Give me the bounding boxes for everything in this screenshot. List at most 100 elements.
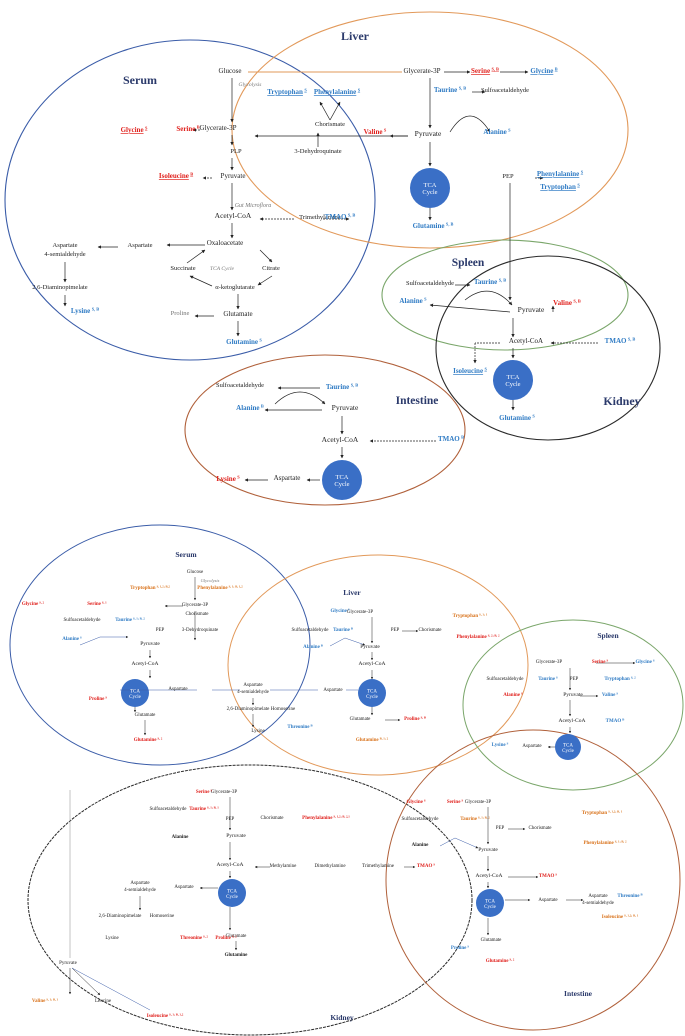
top-intestine-region bbox=[184, 354, 466, 506]
bottom-label-threonine-superscript: S, 2 bbox=[203, 934, 208, 938]
bottom-label-pyruvate: Pyruvate bbox=[360, 644, 380, 650]
top-cycle-label-1: Cycle bbox=[505, 381, 520, 388]
bottom-label-pyruvate: Pyruvate bbox=[59, 961, 78, 966]
bottom-label-phenylalanine: PhenylalanineS, 1; B, 2 bbox=[583, 839, 627, 846]
bottom-label-glycolysis: Glycolysis bbox=[201, 578, 220, 583]
bottom-tca-label-4: TCA bbox=[485, 899, 495, 904]
bottom-label-acetyl-coa: Acetyl-CoA bbox=[132, 661, 159, 667]
bottom-label-glutamate: Glutamate bbox=[226, 934, 248, 939]
bottom-label-glycerate-3p: Glycerate-3P bbox=[347, 610, 374, 615]
top-liver-region bbox=[231, 11, 629, 249]
top-label-glycine-superscript: S bbox=[145, 126, 148, 131]
top-label-2-6-diaminopimelate: 2,6-Diaminopimelate bbox=[32, 284, 88, 291]
bottom-label-tmao-superscript: S bbox=[433, 862, 435, 866]
top-label-alanine: AlanineB bbox=[236, 404, 264, 412]
bottom-label-glutamine: GlutamineB, 1; 2 bbox=[356, 736, 389, 743]
top-label-tryptophan-superscript: S bbox=[304, 88, 307, 93]
bottom-label-trimethylamine: Trimethylamine bbox=[362, 864, 395, 869]
bottom-label-taurine: TaurineS, 1; B, 2 bbox=[460, 815, 490, 822]
bottom-spleen-title: Spleen bbox=[597, 631, 619, 640]
bottom-label-threonine: ThreonineB bbox=[287, 723, 312, 730]
bottom-label-sulfoacetaldehyde: Sulfoacetaldehyde bbox=[64, 618, 102, 623]
top-cycle-label-0: Cycle bbox=[422, 189, 437, 196]
bottom-label-aspartate: Aspartate bbox=[538, 898, 558, 903]
bottom-label-glutamine: GlutamineS, 2 bbox=[134, 736, 163, 743]
bottom-label-glutamate: Glutamate bbox=[135, 713, 157, 718]
bottom-label-taurine-superscript: S, 1; B, 1 bbox=[207, 805, 219, 809]
top-label-isoleucine: IsoleucineB bbox=[159, 172, 193, 180]
top-label-aspartate: Aspartate bbox=[128, 242, 153, 249]
bottom-spleen-tca-cycle bbox=[555, 734, 581, 760]
top-label-alanine: AlanineS bbox=[399, 297, 427, 305]
top-label-citrate: Citrate bbox=[262, 265, 280, 272]
top-liver-title: Liver bbox=[341, 29, 370, 43]
top-kidney-region bbox=[435, 255, 661, 441]
bottom-label-glutamine-superscript: S, 2 bbox=[157, 736, 162, 740]
bottom-label-chorismate: Chorismate bbox=[260, 816, 284, 821]
bottom-label-proline-superscript: S bbox=[467, 944, 469, 948]
bottom-label-taurine-superscript: B bbox=[351, 626, 353, 630]
bottom-label-proline: ProlineS, 2 bbox=[215, 934, 237, 941]
bottom-label-tryptophan-superscript: S, 1,2; B,2 bbox=[157, 584, 171, 588]
top-label-tmao: TMAOS, B bbox=[325, 213, 356, 221]
bottom-label-glutamine-superscript: B, 1; 2 bbox=[380, 736, 389, 740]
top-label-tryptophan-superscript: S bbox=[577, 183, 580, 188]
bottom-intestine-tca-cycle bbox=[476, 889, 504, 917]
bottom-label-alanine: Alanine bbox=[412, 843, 429, 848]
bottom-label-serine: SerineS, 1 bbox=[87, 600, 107, 607]
bottom-label-isoleucine-superscript: S, 1,2; B, 1 bbox=[624, 913, 639, 917]
top-label-aspartate: Aspartate bbox=[53, 242, 78, 249]
bottom-cycle-label-3: Cycle bbox=[226, 895, 238, 900]
bottom-label-taurine: TaurineS, 1; B, 1 bbox=[189, 805, 219, 812]
bottom-label-aspartate: Aspartate bbox=[522, 744, 542, 749]
bottom-label-methylamine: Methylamine bbox=[270, 864, 297, 869]
top-label-aspartate: Aspartate bbox=[274, 474, 301, 482]
top-label-tmao: TMAOB bbox=[438, 435, 464, 443]
bottom-label-2-6-diaminopimelate: 2,6-Diaminopimelate bbox=[99, 914, 142, 919]
top-label-tmao: TMAOS, B bbox=[605, 337, 636, 345]
bottom-label-tryptophan: TryptophanS, 1,2; B, 1 bbox=[582, 809, 623, 816]
top-label-trimethylamine: Trimethylamine bbox=[299, 214, 341, 221]
top-label-glucose: Glucose bbox=[219, 67, 242, 75]
top-label-valine-superscript: S, B bbox=[573, 299, 581, 304]
bottom-label-tryptophan: TryptophanS, 2 bbox=[604, 675, 636, 682]
bottom-label-tmao: TMAOS bbox=[417, 862, 436, 869]
bottom-spleen-region bbox=[462, 619, 684, 791]
top-label-phenylalanine-superscript: S bbox=[581, 170, 584, 175]
bottom-label-taurine-superscript: S bbox=[556, 675, 558, 679]
top-label-sulfoacetaldehyde: Sulfoacetaldehyde bbox=[216, 382, 264, 389]
bottom-label-tmao: TMAOS bbox=[539, 872, 558, 879]
bottom-label-serine: SerineS bbox=[196, 788, 213, 795]
bottom-label-alanine-superscript: S bbox=[80, 635, 82, 639]
bottom-label-glycine: GlycineS bbox=[330, 607, 349, 614]
top-label-valine: ValineS, B bbox=[553, 299, 581, 307]
bottom-label-pyruvate: Pyruvate bbox=[478, 847, 498, 853]
top-label-glycine: GlycineS bbox=[121, 126, 148, 134]
bottom-label-glutamine-superscript: S, 2 bbox=[509, 957, 514, 961]
top-label-alanine-superscript: B bbox=[261, 404, 264, 409]
bottom-label-isoleucine: IsoleucineS, 1; B, 1,2 bbox=[147, 1012, 184, 1019]
bottom-label-glycine-superscript: S, 2 bbox=[39, 600, 44, 604]
top-label-lysine-superscript: S bbox=[237, 475, 240, 480]
top-label-serine-superscript: B bbox=[197, 125, 200, 130]
bottom-label-alanine: AlanineB bbox=[303, 643, 323, 650]
top-spleen-region bbox=[381, 239, 629, 351]
bottom-label-4-semialdehyde: 4-semialdehyde bbox=[237, 690, 269, 695]
top-label-pep: PEP bbox=[502, 173, 514, 180]
top-label-valine: ValineS bbox=[364, 128, 387, 136]
bottom-label-phenylalanine: PhenylalanineS, 1; B, 1,2 bbox=[197, 584, 243, 591]
top-label-pyruvate: Pyruvate bbox=[332, 403, 359, 412]
top-label-taurine-superscript: S, B bbox=[351, 383, 359, 388]
bottom-label-proline: ProlineS bbox=[89, 695, 107, 702]
bottom-label-alanine-superscript: B bbox=[321, 643, 323, 647]
bottom-label-glycerate-3p: Glycerate-3P bbox=[536, 660, 563, 665]
bottom-label-isoleucine-superscript: S, 1; B, 1,2 bbox=[169, 1012, 184, 1016]
bottom-label-taurine: TaurineS, 1; B, 2 bbox=[115, 616, 145, 623]
top-label-phenylalanine: PhenylalanineS bbox=[314, 88, 361, 96]
top-intestine-title: Intestine bbox=[396, 395, 439, 407]
bottom-label-glycerate-3p: Glycerate-3P bbox=[182, 603, 209, 608]
bottom-label-phenylalanine: PhenylalanineS, 2; B, 2 bbox=[456, 633, 500, 640]
bottom-label-pep: PEP bbox=[570, 677, 579, 682]
top-label-taurine: TaurineS, B bbox=[434, 86, 466, 94]
bottom-label-acetyl-coa: Acetyl-CoA bbox=[217, 862, 244, 868]
